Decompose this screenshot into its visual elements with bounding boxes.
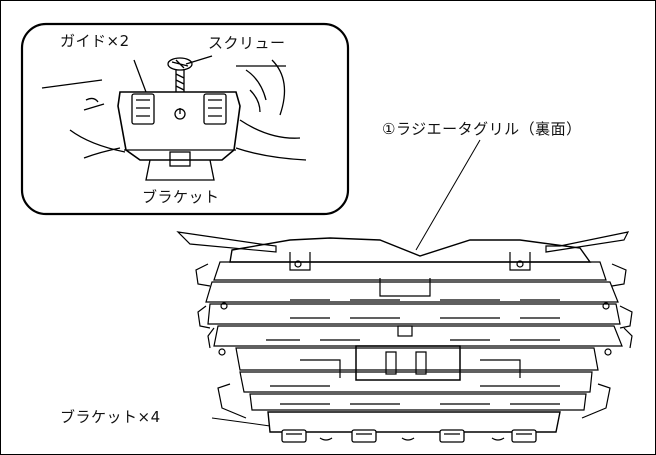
guide-right — [203, 93, 227, 125]
label-radiator-grille: ①ラジエータグリル（裏面） — [382, 120, 582, 138]
guide-left — [131, 93, 155, 125]
label-bracket: ブラケット — [142, 188, 220, 206]
label-bracket-x4: ブラケット×4 — [60, 408, 161, 426]
inset-detail — [20, 22, 350, 216]
label-screw: スクリュー — [208, 34, 286, 52]
screw — [167, 57, 193, 120]
bottom-brackets — [281, 429, 537, 443]
leader-lines — [211, 139, 481, 427]
label-guide: ガイド×2 — [60, 32, 130, 50]
radiator-grille — [176, 231, 633, 433]
